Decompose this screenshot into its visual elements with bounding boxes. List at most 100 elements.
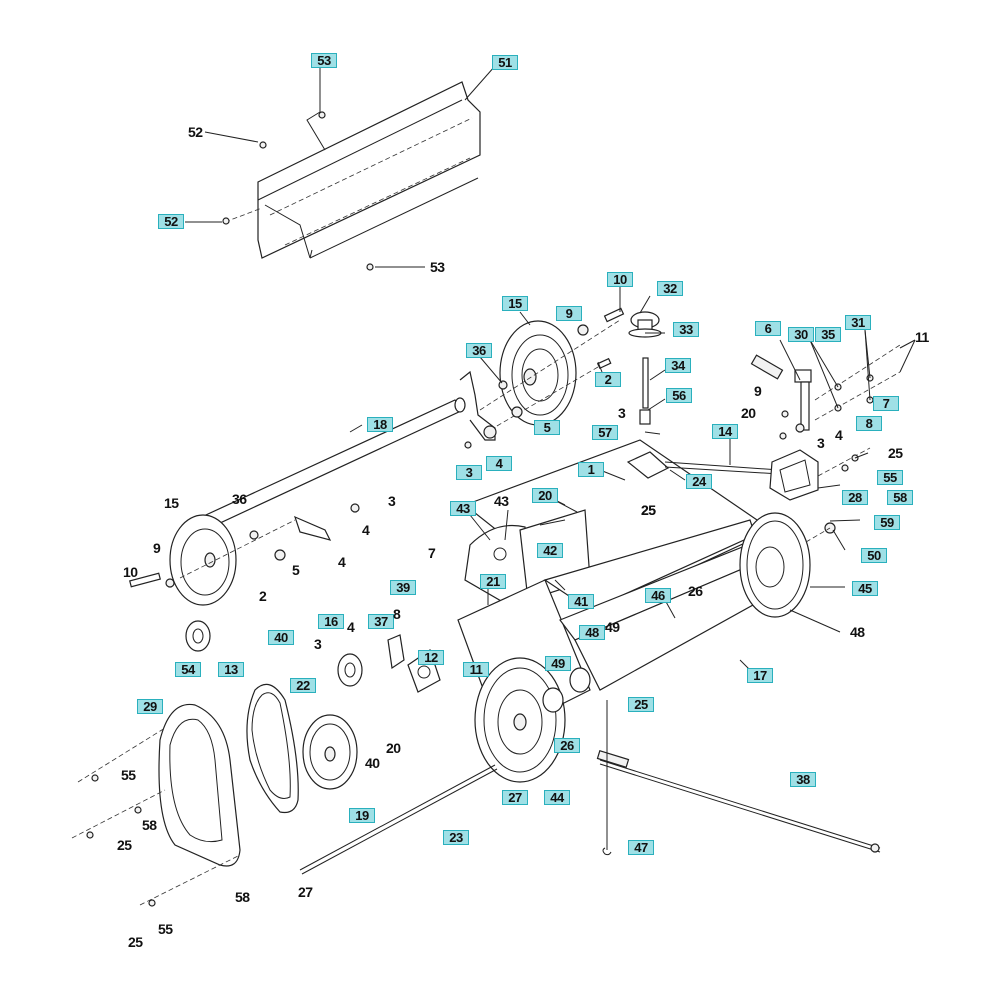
callout-label: 40 xyxy=(268,630,294,645)
callout-label: 11 xyxy=(915,329,929,345)
callout-label: 49 xyxy=(605,619,620,635)
callout-label: 46 xyxy=(645,588,671,603)
callout-label: 48 xyxy=(850,624,865,640)
callout-label: 15 xyxy=(502,296,528,311)
callout-label: 26 xyxy=(688,583,703,599)
callout-label: 4 xyxy=(338,554,346,570)
callout-label: 8 xyxy=(393,606,401,622)
callout-label: 1 xyxy=(578,462,604,477)
callout-label: 7 xyxy=(873,396,899,411)
callout-label: 4 xyxy=(486,456,512,471)
callout-label: 31 xyxy=(845,315,871,330)
callout-label: 40 xyxy=(365,755,380,771)
callout-label: 28 xyxy=(842,490,868,505)
callout-label: 55 xyxy=(158,921,173,937)
callout-label: 53 xyxy=(430,259,445,275)
callout-label: 43 xyxy=(450,501,476,516)
callout-label: 9 xyxy=(754,383,762,399)
callout-label: 3 xyxy=(314,636,322,652)
callout-label: 25 xyxy=(128,934,143,950)
callout-label: 20 xyxy=(741,405,756,421)
wheel-part-left xyxy=(169,514,237,606)
callout-label: 49 xyxy=(545,656,571,671)
callout-label: 51 xyxy=(492,55,518,70)
large-pulley-part xyxy=(474,657,566,783)
callout-label: 48 xyxy=(579,625,605,640)
callout-label: 2 xyxy=(595,372,621,387)
callout-label: 4 xyxy=(835,427,843,443)
callout-label: 19 xyxy=(349,808,375,823)
callout-label: 36 xyxy=(466,343,492,358)
callout-label: 54 xyxy=(175,662,201,677)
callout-label: 6 xyxy=(755,321,781,336)
callout-label: 44 xyxy=(544,790,570,805)
callout-label: 23 xyxy=(443,830,469,845)
pulley-part xyxy=(739,512,811,618)
bracket-part xyxy=(769,449,819,501)
callout-label: 52 xyxy=(158,214,184,229)
callout-label: 27 xyxy=(502,790,528,805)
callout-label: 11 xyxy=(463,662,489,677)
callout-label: 33 xyxy=(673,322,699,337)
callout-label: 42 xyxy=(537,543,563,558)
callout-label: 21 xyxy=(480,574,506,589)
callout-label: 22 xyxy=(290,678,316,693)
callout-label: 4 xyxy=(362,522,370,538)
callout-label: 10 xyxy=(607,272,633,287)
callout-label: 25 xyxy=(888,445,903,461)
callout-label: 3 xyxy=(618,405,626,421)
callout-label: 41 xyxy=(568,594,594,609)
callout-label: 24 xyxy=(686,474,712,489)
cable-part xyxy=(596,750,881,853)
callout-label: 2 xyxy=(259,588,267,604)
callout-label: 3 xyxy=(817,435,825,451)
callout-label: 5 xyxy=(292,562,300,578)
callout-label: 17 xyxy=(747,668,773,683)
callout-label: 9 xyxy=(153,540,161,556)
callout-label: 52 xyxy=(188,124,203,140)
callout-label: 26 xyxy=(554,738,580,753)
callout-label: 25 xyxy=(641,502,656,518)
callout-label: 50 xyxy=(861,548,887,563)
callout-label: 15 xyxy=(164,495,179,511)
callout-label: 25 xyxy=(628,697,654,712)
callout-label: 53 xyxy=(311,53,337,68)
callout-label: 10 xyxy=(123,564,138,580)
callout-label: 3 xyxy=(456,465,482,480)
callout-label: 27 xyxy=(298,884,313,900)
callout-label: 18 xyxy=(367,417,393,432)
callout-label: 25 xyxy=(641,502,656,518)
callout-label: 58 xyxy=(235,889,250,905)
callout-label: 59 xyxy=(874,515,900,530)
callout-label: 13 xyxy=(218,662,244,677)
callout-label: 35 xyxy=(815,327,841,342)
callout-label: 36 xyxy=(232,491,247,507)
callout-label: 9 xyxy=(556,306,582,321)
callout-label: 29 xyxy=(137,699,163,714)
callout-label: 55 xyxy=(877,470,903,485)
belt-cover-part xyxy=(158,703,241,867)
callout-label: 30 xyxy=(788,327,814,342)
callout-label: 20 xyxy=(386,740,401,756)
top-cover-part xyxy=(257,81,481,259)
callout-label: 14 xyxy=(712,424,738,439)
callout-label: 38 xyxy=(790,772,816,787)
callout-label: 58 xyxy=(887,490,913,505)
callout-label: 43 xyxy=(494,493,509,509)
callout-label: 16 xyxy=(318,614,344,629)
callout-label: 37 xyxy=(368,614,394,629)
axle-part xyxy=(193,397,466,531)
callout-label: 4 xyxy=(347,619,355,635)
callout-label: 32 xyxy=(657,281,683,296)
callout-label: 57 xyxy=(592,425,618,440)
callout-label: 58 xyxy=(142,817,157,833)
callout-label: 3 xyxy=(388,493,396,509)
callout-label: 55 xyxy=(121,767,136,783)
callout-label: 47 xyxy=(628,840,654,855)
callout-label: 56 xyxy=(666,388,692,403)
callout-label: 39 xyxy=(390,580,416,595)
callout-label: 45 xyxy=(852,581,878,596)
callout-label: 20 xyxy=(532,488,558,503)
